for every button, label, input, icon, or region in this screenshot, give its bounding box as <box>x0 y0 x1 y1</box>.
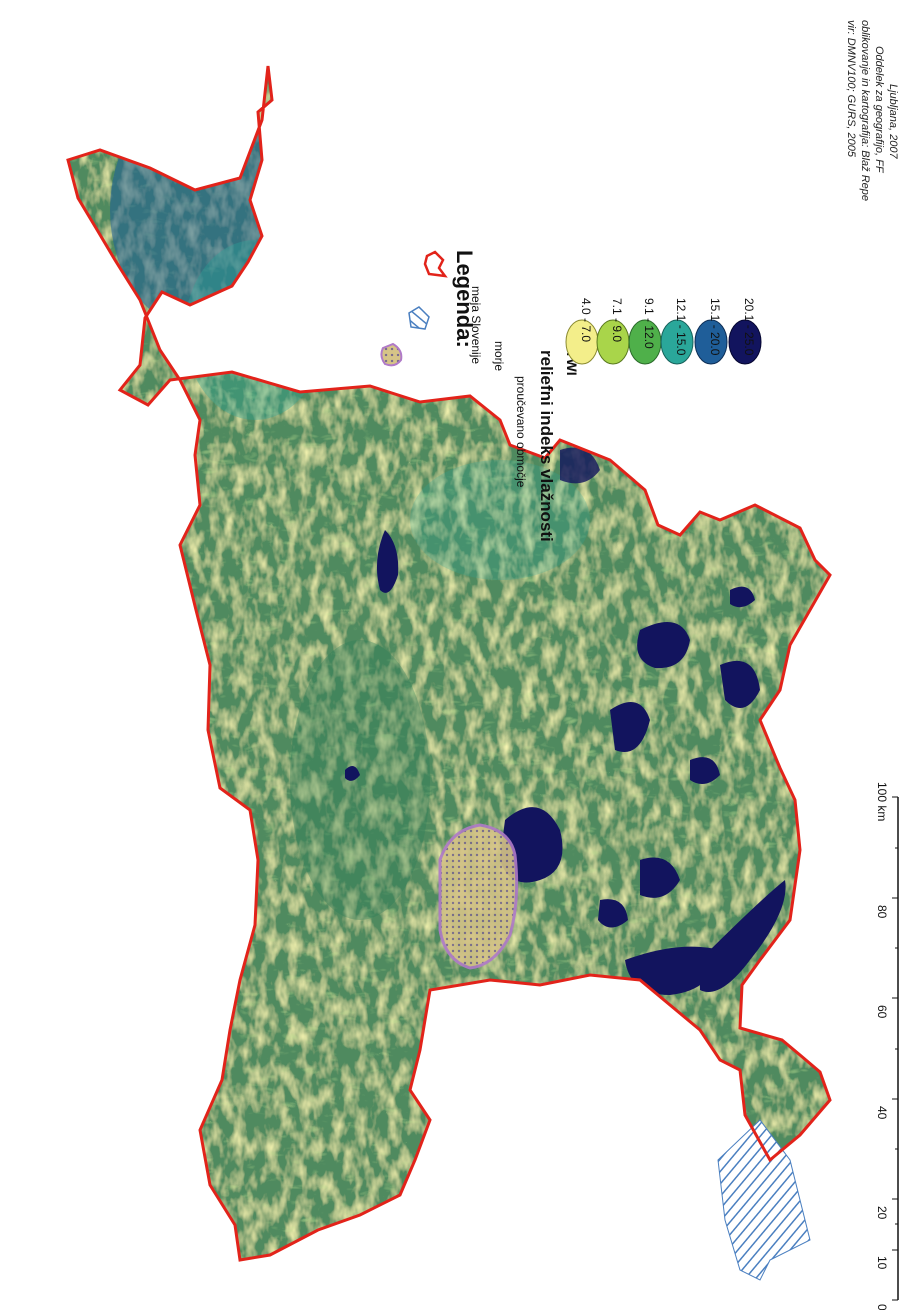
scale-label: 60 <box>875 1005 889 1019</box>
scale-label: 0 <box>875 1304 889 1310</box>
twi-class-label: 9.1 - 12.0 <box>642 298 656 349</box>
sea-hatch-icon <box>408 306 430 330</box>
twi-classes: 4.0 - 7.0 7.1 - 9.0 9.1 - 12.0 12.1 - 15… <box>565 298 762 365</box>
border-outline-icon <box>423 250 448 278</box>
twi-class: 9.1 - 12.0 <box>628 298 662 365</box>
scale-label: 40 <box>875 1106 889 1120</box>
twi-class-label: 4.0 - 7.0 <box>579 298 593 342</box>
credit-design: oblikovanje in kartografija: Blaž Repe <box>859 20 871 201</box>
credit-dept: Oddelek za geografijo, FF <box>873 46 885 174</box>
terrain-raster <box>68 66 830 1260</box>
scale-label: 100 km <box>875 782 889 821</box>
scale-label: 10 <box>875 1256 889 1270</box>
twi-class: 12.1 - 15.0 <box>660 298 694 365</box>
credit-source: vir: DMNV100; GURS, 2005 <box>845 20 857 158</box>
credits: vir: DMNV100; GURS, 2005 oblikovanje in … <box>845 20 899 201</box>
credit-place-year: Ljubljana, 2007 <box>887 84 899 160</box>
scale-label: 80 <box>875 905 889 919</box>
study-area-icon <box>380 342 403 367</box>
legend-item-label: proučevano območje <box>514 376 528 488</box>
index-title: reliefni indeks vlažnosti <box>537 350 556 542</box>
sea-area <box>717 1119 811 1281</box>
scale-ticks <box>892 796 898 1301</box>
twi-class-label: 20.1 - 25.0 <box>742 298 756 356</box>
study-area <box>438 823 519 970</box>
legend-item-label: morje <box>492 341 506 371</box>
twi-class-label: 15.1 - 20.0 <box>708 298 722 356</box>
twi-class: 4.0 - 7.0 <box>565 298 599 365</box>
twi-class-label: 12.1 - 15.0 <box>674 298 688 356</box>
twi-class-label: 7.1 - 9.0 <box>610 298 624 342</box>
scale-bar: 0 10 20 40 60 80 100 km <box>875 782 899 1310</box>
scale-label: 20 <box>875 1206 889 1220</box>
twi-class: 15.1 - 20.0 <box>694 298 728 365</box>
legend-item-label: meja Slovenije <box>469 286 483 364</box>
twi-class: 7.1 - 9.0 <box>596 298 630 365</box>
twi-class: 20.1 - 25.0 <box>728 298 762 365</box>
legend-title: Legenda: <box>452 250 477 348</box>
